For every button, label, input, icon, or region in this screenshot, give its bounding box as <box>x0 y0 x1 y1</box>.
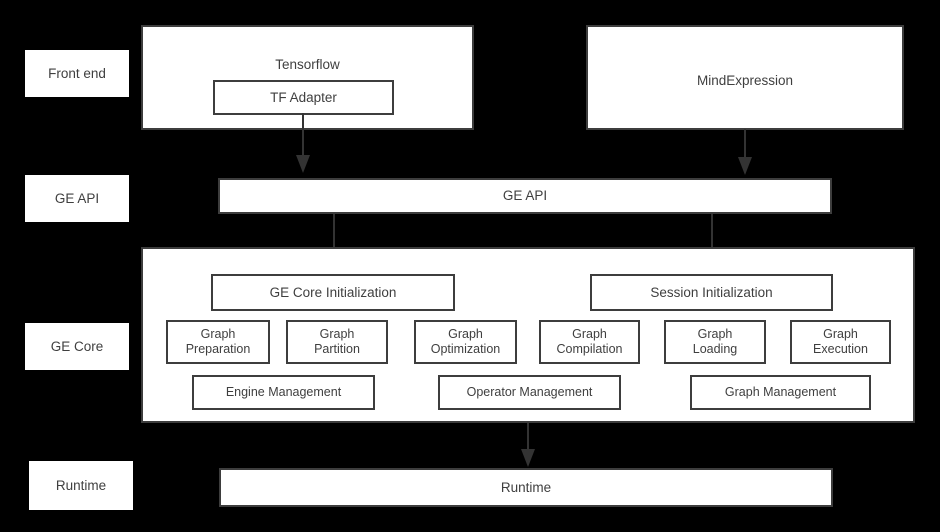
tensorflow-title: Tensorflow <box>275 57 340 72</box>
runtime-label: Runtime <box>500 479 552 495</box>
graph-partition-label: Graph Partition <box>314 327 360 356</box>
session-initialization-label: Session Initialization <box>650 284 773 300</box>
rail-label-ge-api: GE API <box>25 175 129 222</box>
mindexpression-container: MindExpression <box>586 25 904 130</box>
arrow-tf-adapter-to-ge-api <box>291 113 315 175</box>
graph-management-label: Graph Management <box>724 385 837 400</box>
operator-management-box[interactable]: Operator Management <box>438 375 621 410</box>
graph-loading-box[interactable]: Graph Loading <box>664 320 766 364</box>
graph-execution-label: Graph Execution <box>813 327 868 356</box>
graph-optimization-label: Graph Optimization <box>430 327 501 356</box>
rail-label-runtime-text: Runtime <box>55 477 107 493</box>
graph-compilation-label: Graph Compilation <box>556 327 623 356</box>
engine-management-label: Engine Management <box>225 385 342 400</box>
graph-preparation-label: Graph Preparation <box>185 327 251 356</box>
graph-execution-box[interactable]: Graph Execution <box>790 320 891 364</box>
arrow-mindexpression-to-ge-api <box>733 129 757 177</box>
rail-label-ge-api-text: GE API <box>54 190 100 206</box>
tf-adapter-label: TF Adapter <box>270 89 337 105</box>
mindexpression-title: MindExpression <box>696 73 794 88</box>
rail-label-front-end: Front end <box>25 50 129 97</box>
graph-preparation-box[interactable]: Graph Preparation <box>166 320 270 364</box>
ge-core-initialization-label: GE Core Initialization <box>269 284 397 300</box>
arrow-ge-core-to-runtime <box>516 423 540 469</box>
graph-management-box[interactable]: Graph Management <box>690 375 871 410</box>
ge-api-label: GE API <box>502 188 548 204</box>
rail-label-ge-core-text: GE Core <box>50 338 104 354</box>
rail-label-ge-core: GE Core <box>25 323 129 370</box>
ge-api-bar[interactable]: GE API <box>218 178 832 214</box>
runtime-bar[interactable]: Runtime <box>219 468 833 507</box>
graph-compilation-box[interactable]: Graph Compilation <box>539 320 640 364</box>
tf-adapter-box[interactable]: TF Adapter <box>213 80 394 115</box>
rail-label-front-end-text: Front end <box>48 65 106 81</box>
ge-core-initialization-box[interactable]: GE Core Initialization <box>211 274 455 311</box>
rail-label-runtime: Runtime <box>29 461 133 510</box>
graph-optimization-box[interactable]: Graph Optimization <box>414 320 517 364</box>
engine-management-box[interactable]: Engine Management <box>192 375 375 410</box>
session-initialization-box[interactable]: Session Initialization <box>590 274 833 311</box>
operator-management-label: Operator Management <box>466 385 593 400</box>
graph-partition-box[interactable]: Graph Partition <box>286 320 388 364</box>
graph-loading-label: Graph Loading <box>692 327 738 356</box>
